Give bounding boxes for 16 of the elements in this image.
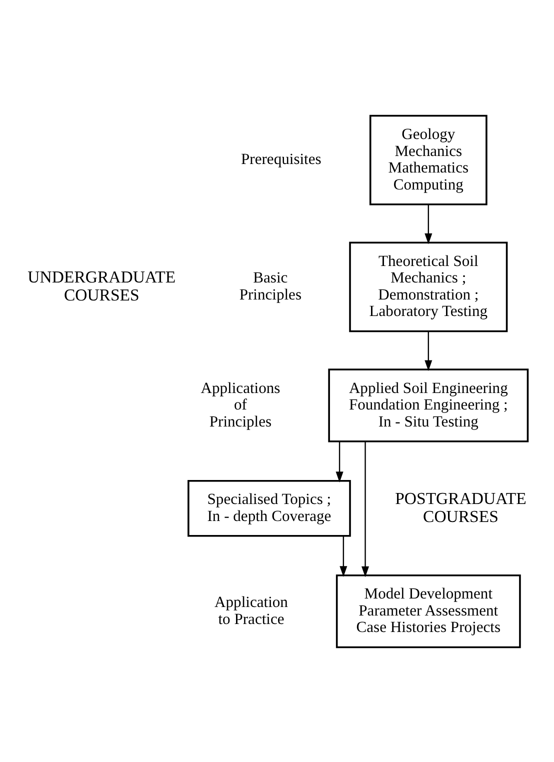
arrow	[424, 330, 432, 371]
label: UNDERGRADUATE COURSES	[28, 266, 176, 304]
arrow	[424, 204, 432, 244]
node-box: Theoretical Soil Mechanics ; Demonstration ; Laboratory Testing	[349, 241, 508, 332]
label: POSTGRADUATE COURSES	[395, 488, 526, 526]
node-label: Application to Practice	[214, 593, 288, 628]
node-box: Geology Mechanics Mathematics Computing	[369, 114, 488, 205]
node-label: Basic Principles	[239, 269, 302, 303]
node-box: Applied Soil Engineering Foundation Engineering ; In - Situ Testing	[328, 368, 529, 442]
arrow	[340, 535, 348, 576]
arrow	[336, 440, 344, 482]
arrow	[362, 441, 370, 577]
node-box: Model Development Parameter Assessment Case Histories Projects	[336, 574, 521, 648]
node-label: Prerequisites	[241, 150, 322, 168]
node-box: Specialised Topics ; In - depth Coverage	[188, 479, 351, 536]
node-label: Applications of Principles	[200, 379, 280, 430]
